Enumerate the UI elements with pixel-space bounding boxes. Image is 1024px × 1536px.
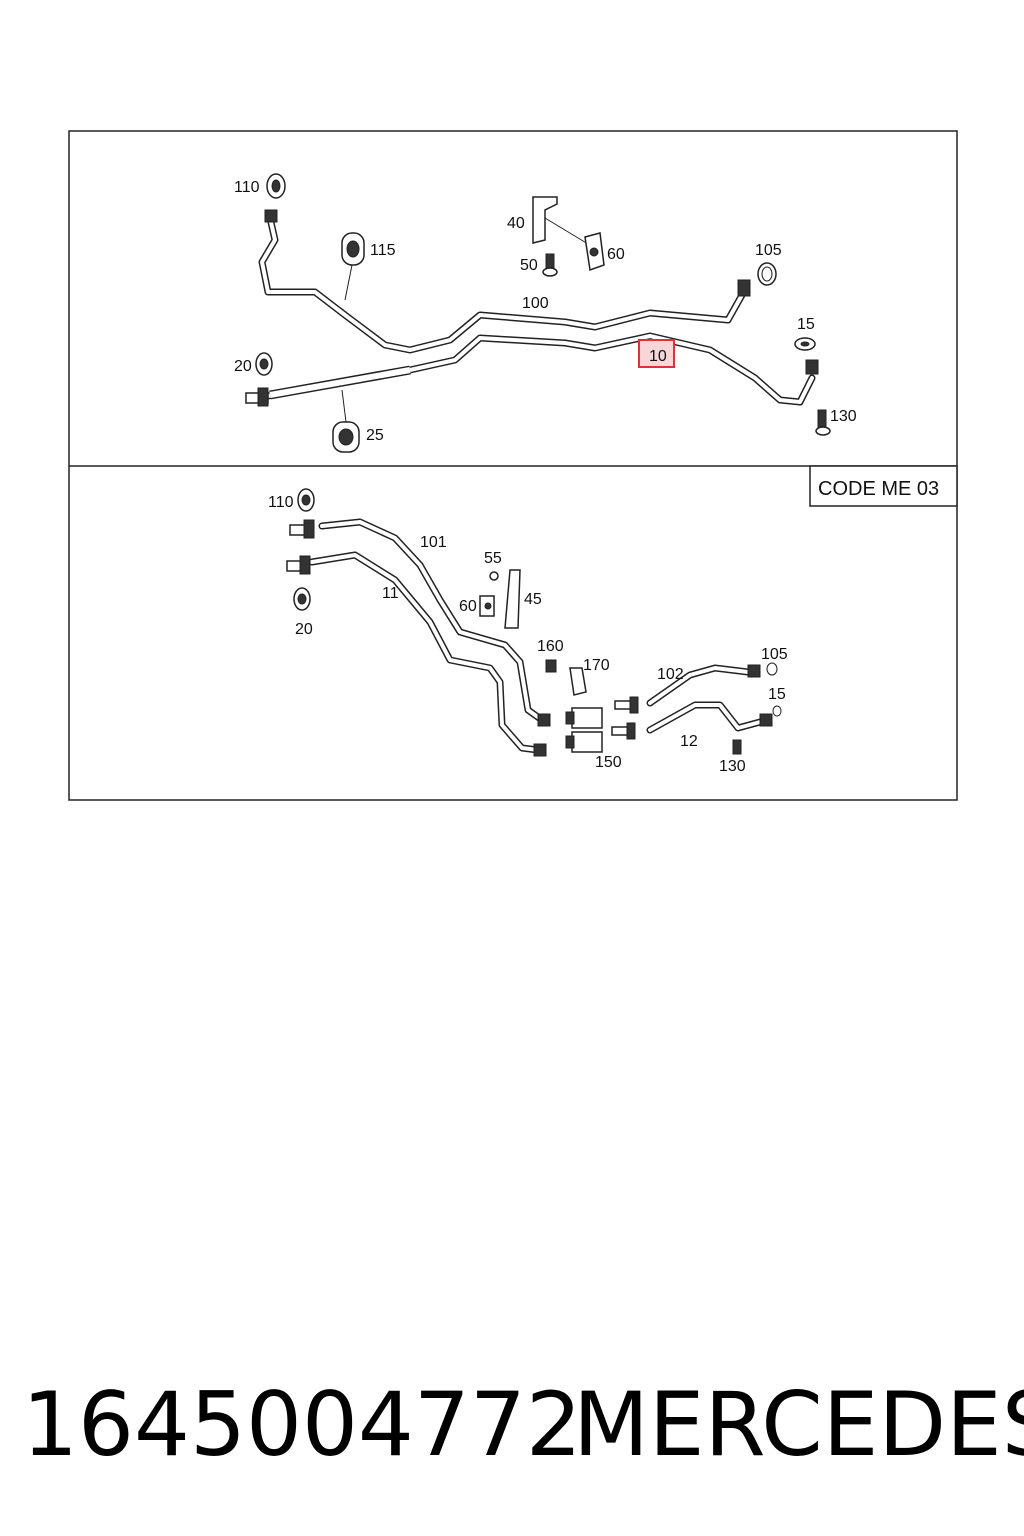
callout-60: 60 <box>607 246 625 263</box>
callout-12: 12 <box>680 733 698 750</box>
callout-130: 130 <box>830 408 857 425</box>
callout-25: 25 <box>366 427 384 444</box>
lower-panel: CODE ME 03 <box>268 465 958 775</box>
clip-170-icon <box>569 667 587 696</box>
part-number: 1645004772 <box>22 1373 582 1476</box>
code-label-box <box>809 465 958 507</box>
callout-11: 11 <box>382 585 399 602</box>
bracket-45-icon <box>504 569 521 629</box>
callout-115: 115 <box>370 242 396 259</box>
brand-name: MERCEDES <box>573 1373 1024 1476</box>
callout-105-lower: 105 <box>761 646 788 663</box>
nut-55-icon <box>489 571 499 581</box>
pipe-11[interactable] <box>308 551 542 754</box>
callout-110: 110 <box>234 179 260 196</box>
callout-110-lower: 110 <box>268 494 294 511</box>
footer: 1645004772 MERCEDES <box>0 1370 1024 1480</box>
callout-15-lower: 15 <box>768 686 786 703</box>
callout-130-lower: 130 <box>719 758 746 775</box>
highlight-box <box>638 339 675 368</box>
callout-105: 105 <box>755 242 782 259</box>
bolt-160-icon <box>545 659 557 673</box>
upper-panel: 110 115 40 50 60 105 100 15 10 20 25 130 <box>234 173 857 453</box>
callout-170: 170 <box>583 657 610 674</box>
fitting-top <box>264 209 278 223</box>
callout-101: 101 <box>420 534 447 551</box>
bracket-40-icon <box>532 196 558 244</box>
callout-55: 55 <box>484 550 502 567</box>
callout-10[interactable]: 10 <box>649 348 667 365</box>
callout-20-lower: 20 <box>295 621 313 638</box>
callout-45: 45 <box>524 591 542 608</box>
callout-160: 160 <box>537 638 564 655</box>
code-label: CODE ME 03 <box>818 478 939 500</box>
callout-15: 15 <box>797 316 815 333</box>
pipe-10[interactable] <box>258 332 816 406</box>
callout-50: 50 <box>520 257 538 274</box>
valve-150-icon <box>571 707 603 729</box>
callout-100: 100 <box>522 295 549 312</box>
callout-150: 150 <box>595 754 622 771</box>
washer-15-lower-icon <box>772 705 782 717</box>
callout-40: 40 <box>507 215 525 232</box>
bolt-130-lower-icon <box>732 739 742 755</box>
callout-102: 102 <box>657 666 684 683</box>
callout-20: 20 <box>234 358 252 375</box>
seal-105-lower-icon <box>766 662 778 676</box>
callout-60-lower: 60 <box>459 598 477 615</box>
pipe-100[interactable] <box>258 214 746 354</box>
parts-diagram: 110 115 40 50 60 105 100 15 10 20 25 130… <box>68 130 958 801</box>
